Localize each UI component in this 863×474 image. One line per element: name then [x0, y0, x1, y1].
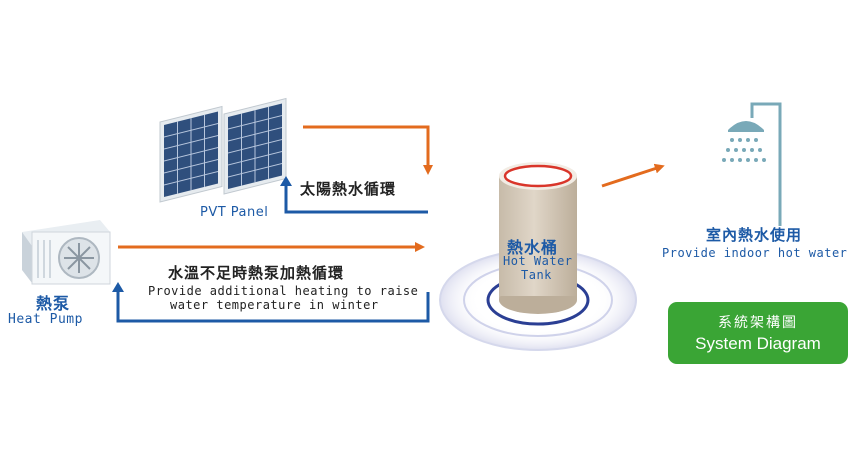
indoor-use-label-zh: 室內熱水使用 [706, 226, 803, 244]
pvt-panel-icon [159, 97, 287, 203]
solar-loop-supply-arrow [303, 125, 433, 175]
shower-icon [722, 102, 782, 226]
hot-water-tank-icon [499, 162, 577, 314]
heat-pump-loop-return-arrowhead [112, 282, 124, 292]
pvt-panel-label: PVT Panel [200, 205, 269, 220]
heat-pump-loop-label-en-2: water temperature in winter [170, 298, 379, 312]
heat-pump-loop-label-zh: 水溫不足時熱泵加熱循環 [168, 264, 345, 282]
heat-pump-label-en: Heat Pump [8, 312, 83, 327]
tank-label-en-2: Tank [521, 268, 552, 282]
solar-loop-label: 太陽熱水循環 [300, 180, 397, 198]
heat-pump-loop-label-en-1: Provide additional heating to raise [148, 284, 419, 298]
system-diagram-button[interactable]: 系統架構圖 System Diagram [668, 302, 848, 364]
tank-label-en-1: Hot Water [503, 254, 573, 268]
heat-pump-loop-return-arrow [116, 290, 430, 323]
heat-pump-label-zh: 熱泵 [36, 294, 71, 313]
system-diagram-button-label-zh: 系統架構圖 [718, 315, 798, 331]
solar-loop-return-arrowhead [280, 176, 292, 186]
heat-pump-icon [22, 220, 111, 285]
system-diagram-button-label-en: System Diagram [695, 334, 821, 353]
tank-label-zh: 熱水桶 [507, 238, 559, 257]
hot-water-output-arrow [601, 163, 665, 188]
solar-loop-return-arrow [284, 183, 428, 214]
indoor-use-label-en: Provide indoor hot water [662, 246, 848, 260]
